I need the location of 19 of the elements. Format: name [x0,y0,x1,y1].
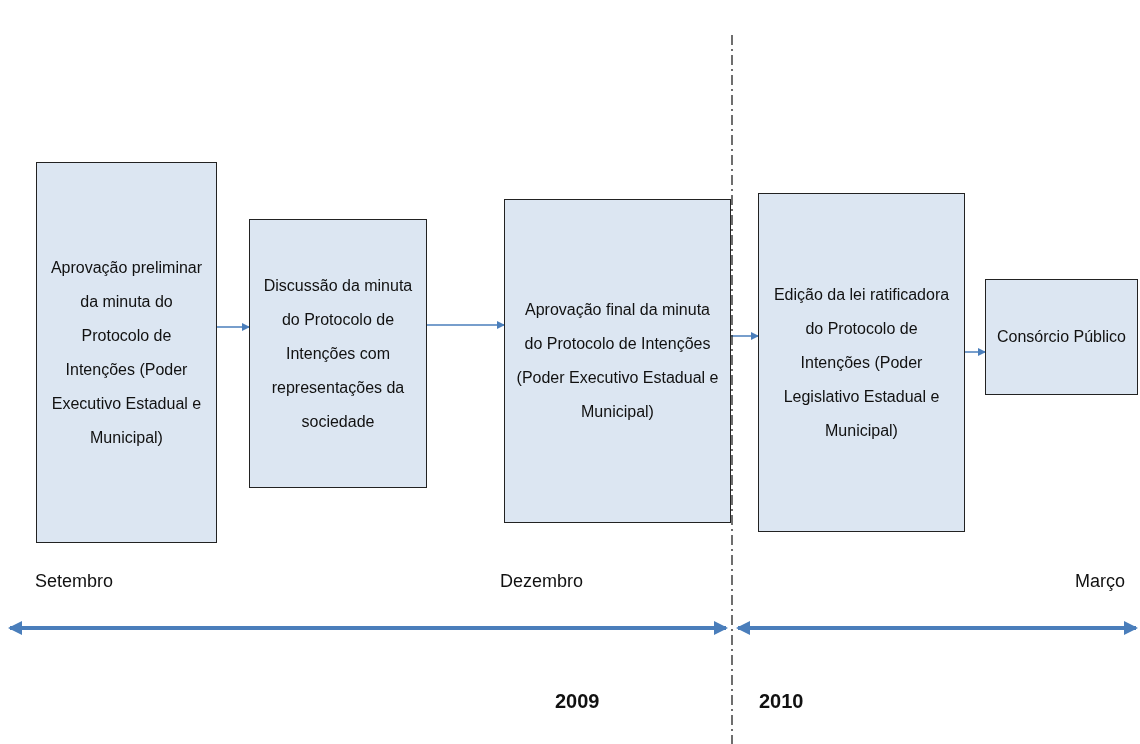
process-box [249,219,427,488]
process-box [985,279,1138,395]
arrow [964,348,986,356]
year-label: 2009 [555,690,600,713]
year-label: 2010 [759,690,804,713]
process-box [504,199,731,523]
month-label: Setembro [35,571,114,592]
month-label: Março [1075,571,1125,592]
arrow [730,332,759,340]
step-text: Discussão da minuta do Protocolo de Intenções com representações da sociedade [262,275,414,432]
arrow [426,321,505,329]
step-text: Edição da lei ratificadora do Protocolo de Intenções (Poder Legislativo Estadual e Municipal) [772,284,951,441]
step-text: Consórcio Público [997,327,1126,347]
step-text: Aprovação preliminar da minuta do Protocolo de Intenções (Poder Executivo Estadual e Municipal) [49,257,204,448]
step-text: Aprovação final da minuta do Protocolo de Intenções (Poder Executivo Estadual e Municipal) [515,300,720,422]
month-label: Dezembro [500,571,584,592]
process-box [36,162,217,543]
arrow [216,323,250,331]
process-box [758,193,965,532]
